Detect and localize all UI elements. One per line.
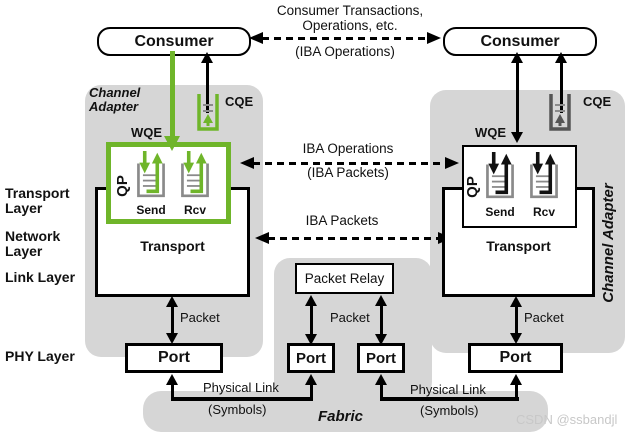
- left-physical-link-arrowhead-b: [304, 374, 317, 385]
- iba-operations-dashed-line: [253, 162, 445, 165]
- left-wqe-arrowhead-down: [163, 136, 180, 151]
- iba-operations-arrowhead-left: [240, 157, 254, 169]
- right-packet-label: Packet: [524, 310, 564, 325]
- left-wqe-label: WQE: [131, 125, 163, 140]
- left-cqe-queue-icon: [196, 94, 220, 132]
- left-physical-link-riser-a: [170, 384, 174, 400]
- right-transport-label: Transport: [486, 238, 551, 254]
- right-wqe-label: WQE: [475, 125, 507, 140]
- switch-right-port-box: Port: [357, 343, 405, 373]
- left-packet-arrow-shaft: [170, 305, 174, 334]
- right-send-queue-icon: [480, 152, 520, 204]
- right-send-label: Send: [485, 205, 515, 219]
- right-packet-arrowhead-up: [509, 296, 522, 307]
- left-port-label: Port: [158, 349, 190, 366]
- right-wqe-arrowhead-down: [510, 132, 523, 143]
- right-physical-link-label: Physical Link: [410, 382, 486, 397]
- consumer-link-arrowhead-right: [427, 32, 441, 44]
- right-wqe-arrowhead-up: [510, 52, 523, 63]
- left-consumer-label: Consumer: [134, 32, 214, 50]
- iba-packets-paren-label: (IBA Packets): [307, 165, 389, 180]
- left-rcv-label: Rcv: [183, 203, 206, 217]
- switch-packet-label: Packet: [330, 310, 370, 325]
- layer-label-phy: PHY Layer: [5, 348, 75, 364]
- left-cqe-arrowhead-up: [201, 52, 213, 63]
- iba-packets-arrowhead-left: [255, 232, 269, 244]
- packet-relay-label: Packet Relay: [304, 271, 385, 286]
- left-transport-label: Transport: [140, 238, 205, 254]
- left-physical-link-riser-b: [309, 384, 313, 400]
- left-send-label: Send: [136, 203, 166, 217]
- right-cqe-arrow-shaft: [560, 61, 563, 113]
- watermark: CSDN @ssbandjl: [516, 412, 618, 427]
- switch-right-arrowhead-down: [374, 334, 387, 345]
- right-symbols-label: (Symbols): [420, 403, 479, 418]
- iba-packets-label: IBA Packets: [305, 213, 379, 228]
- right-consumer-label: Consumer: [480, 32, 560, 50]
- left-packet-label: Packet: [180, 310, 220, 325]
- left-packet-arrowhead-up: [165, 296, 178, 307]
- left-physical-link-label: Physical Link: [203, 380, 279, 395]
- iba-operations-arrowhead-right: [445, 157, 459, 169]
- left-qp-box: QP Send Rcv: [106, 142, 231, 224]
- switch-right-arrowhead-up: [374, 295, 387, 306]
- consumer-transactions-label: Consumer Transactions,Operations, etc.: [276, 3, 424, 33]
- right-physical-link-riser-b: [514, 384, 518, 400]
- right-cqe-arrowhead-up: [555, 52, 567, 63]
- right-physical-link-arrowhead-a: [374, 374, 387, 385]
- left-cqe-label: CQE: [225, 94, 254, 109]
- left-send-queue-icon: [131, 151, 171, 203]
- left-symbols-label: (Symbols): [208, 402, 267, 417]
- left-port-box: Port: [125, 343, 223, 373]
- left-physical-link-line: [170, 397, 313, 401]
- left-wqe-arrow-shaft: [169, 51, 175, 137]
- switch-left-port-box: Port: [287, 343, 335, 373]
- packet-relay-box: Packet Relay: [295, 263, 394, 294]
- left-cqe-arrow-shaft: [206, 61, 209, 113]
- layer-label-link: Link Layer: [5, 269, 76, 285]
- right-physical-link-riser-a: [379, 384, 383, 400]
- consumer-link-arrowhead-left: [249, 32, 263, 44]
- right-port-box: Port: [468, 343, 563, 373]
- right-rcv-queue-icon: [524, 152, 564, 204]
- left-rcv-queue-icon: [175, 151, 215, 203]
- switch-left-arrowhead-down: [304, 334, 317, 345]
- switch-left-arrow-shaft: [309, 304, 313, 335]
- right-qp-box: QP Send Rcv: [462, 145, 577, 228]
- right-wqe-arrow-shaft: [515, 61, 519, 133]
- iba-operations-top-label: (IBA Operations): [295, 44, 395, 59]
- left-qp-label: QP: [114, 175, 131, 197]
- right-rcv-label: Rcv: [532, 205, 555, 219]
- left-physical-link-arrowhead-a: [165, 374, 178, 385]
- right-physical-link-line: [379, 397, 519, 401]
- right-qp-label: QP: [464, 176, 481, 198]
- switch-left-arrowhead-up: [304, 295, 317, 306]
- left-packet-arrowhead-down: [165, 333, 178, 344]
- right-physical-link-arrowhead-b: [509, 374, 522, 385]
- switch-right-port-label: Port: [366, 349, 396, 367]
- right-channel-adapter-title: Channel Adapter: [600, 183, 617, 303]
- right-port-label: Port: [499, 349, 532, 366]
- switch-left-port-label: Port: [296, 349, 326, 367]
- right-packet-arrowhead-down: [509, 333, 522, 344]
- right-cqe-label: CQE: [583, 94, 612, 109]
- right-packet-arrow-shaft: [514, 305, 518, 334]
- iba-packets-dashed-line: [268, 237, 439, 240]
- iba-operations-mid-label: IBA Operations: [302, 141, 394, 156]
- fabric-label: Fabric: [318, 408, 364, 425]
- switch-right-arrow-shaft: [379, 304, 383, 335]
- consumer-link-dashed-line: [262, 37, 428, 40]
- right-cqe-queue-icon: [548, 94, 572, 132]
